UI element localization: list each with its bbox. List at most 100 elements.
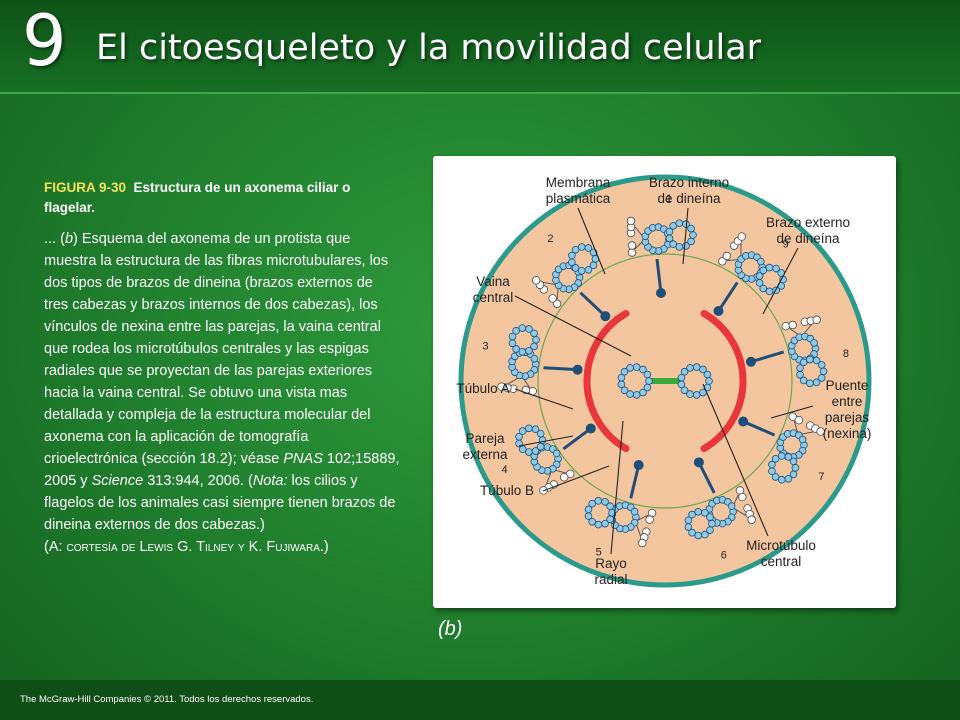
protofilament	[686, 390, 694, 398]
caption-text-b: b	[64, 231, 74, 247]
protofilament	[791, 464, 800, 472]
caption-text-4: 313:944, 2006. (	[143, 473, 253, 489]
dynein-head	[718, 257, 727, 266]
caption-text-nota: Nota:	[252, 473, 288, 489]
protofilament	[687, 224, 695, 233]
tubule-b	[568, 243, 600, 275]
protofilament	[817, 374, 826, 382]
tubule-b	[768, 452, 800, 484]
protofilament	[530, 354, 539, 363]
label-brazo-externo-2: de dineína	[776, 231, 840, 246]
figure-sublabel: (b)	[438, 618, 463, 640]
protofilament	[675, 243, 684, 251]
protofilament	[594, 497, 603, 505]
protofilament	[589, 261, 598, 270]
radial-spoke	[742, 420, 776, 437]
protofilament	[606, 502, 614, 511]
protofilament	[799, 358, 808, 367]
slide-title: El citoesqueleto y la movilidad celular	[96, 28, 762, 68]
protofilament	[508, 339, 517, 348]
protofilament	[799, 376, 808, 385]
protofilament	[759, 266, 768, 275]
protofilament	[620, 386, 629, 395]
protofilament	[688, 528, 696, 537]
protofilament	[765, 263, 774, 272]
protofilament	[684, 516, 693, 525]
dynein-head	[738, 492, 747, 502]
protofilament	[812, 356, 821, 365]
figure-label: FIGURA 9-30	[44, 180, 127, 195]
dynein-head	[816, 427, 825, 436]
protofilament	[532, 336, 540, 344]
protofilament	[518, 347, 527, 356]
protofilament	[577, 243, 586, 251]
dynein-head	[548, 294, 557, 303]
protofilament	[703, 370, 712, 379]
protofilament	[796, 370, 804, 379]
nexin-ring	[537, 253, 793, 509]
label-brazo-externo-1: Brazo externo	[766, 215, 850, 230]
protofilament	[677, 380, 686, 389]
caption-text-2: ) Esquema del axonema de un protista que…	[44, 231, 389, 467]
tubule-b	[508, 324, 540, 356]
protofilament	[684, 523, 693, 531]
protofilament	[682, 242, 690, 250]
dynein-head	[747, 515, 756, 524]
protofilament	[701, 508, 709, 517]
label-pareja-2: externa	[462, 447, 508, 462]
tubule-b	[665, 219, 697, 251]
label-brazo-interno-1: Brazo interno	[649, 175, 729, 190]
spoke-head	[633, 460, 644, 471]
central-microtubule-right	[677, 363, 713, 399]
protofilament	[819, 367, 828, 376]
central-sheath-left	[583, 309, 630, 453]
protofilament	[784, 474, 793, 483]
protofilament	[630, 507, 639, 516]
central-microtubule-left	[617, 363, 653, 399]
label-microtubulo-2: central	[761, 554, 802, 569]
spoke-head	[745, 356, 756, 367]
spoke-head	[600, 311, 611, 322]
radial-spoke	[543, 366, 578, 372]
protofilament	[601, 519, 609, 528]
dynein-head	[559, 473, 569, 482]
protofilament	[552, 449, 561, 458]
dynein-head	[531, 276, 541, 285]
protofilament	[796, 364, 804, 372]
protofilament	[771, 454, 780, 463]
radial-spoke	[697, 461, 716, 494]
protofilament	[688, 510, 696, 519]
protofilament	[789, 470, 798, 479]
dynein-head	[627, 248, 637, 257]
protofilament	[789, 457, 798, 466]
protofilament	[806, 355, 814, 364]
doublet-number: 9	[783, 238, 789, 250]
doublet-number: 1	[666, 193, 672, 205]
protofilament	[727, 502, 736, 510]
label-membrana-1: Membrana	[546, 175, 611, 190]
protofilament	[643, 370, 652, 379]
label-puente-2: entre	[832, 394, 863, 409]
protofilament	[806, 379, 814, 388]
dynein-head	[794, 415, 804, 425]
label-rayo-1: Rayo	[595, 556, 627, 571]
label-vaina-2: central	[473, 290, 514, 305]
protofilament	[686, 364, 694, 372]
protofilament	[701, 530, 709, 539]
protofilament	[639, 388, 647, 397]
label-membrana-2: plasmática	[546, 191, 611, 206]
leader-microtubulo	[702, 383, 769, 537]
leader-tubulo-a	[514, 388, 574, 410]
protofilament	[626, 364, 634, 372]
tubule-b	[755, 263, 787, 296]
protofilament	[512, 345, 520, 353]
protofilament	[639, 365, 647, 374]
protofilament	[525, 424, 533, 433]
copyright-text: The McGraw-Hill Companies © 2011. Todos …	[20, 694, 314, 705]
protofilament	[694, 531, 702, 540]
protofilament	[620, 367, 629, 376]
protofilament	[768, 467, 776, 476]
label-microtubulo-1: Microtúbulo	[746, 538, 816, 553]
protofilament	[643, 383, 652, 392]
protofilament	[756, 257, 765, 266]
